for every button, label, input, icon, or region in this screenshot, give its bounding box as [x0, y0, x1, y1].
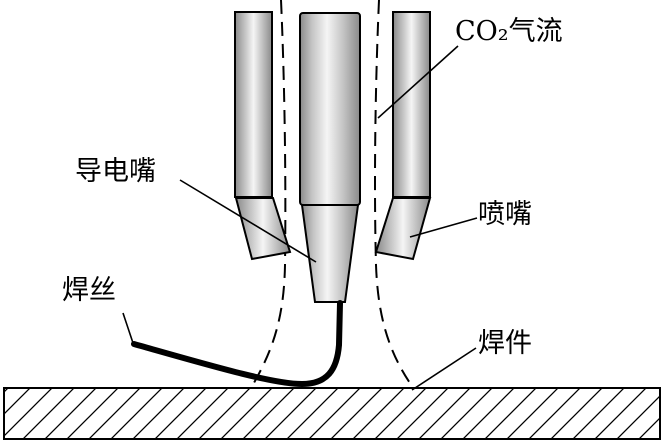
- leader-wire: [122, 312, 134, 344]
- label-nozzle: 喷嘴: [478, 199, 532, 230]
- label-wire: 焊丝: [62, 275, 116, 306]
- label-contact-tip: 导电嘴: [75, 156, 156, 187]
- nozzle-right-lower: [374, 197, 432, 261]
- leader-contact-tip: [179, 179, 317, 263]
- gas-flow-right-boundary: [374, 0, 415, 390]
- nozzle-left-lower: [234, 197, 292, 261]
- nozzle-left-upper: [234, 11, 273, 198]
- leader-co2-flow: [377, 45, 459, 119]
- leader-nozzle: [409, 217, 478, 238]
- contact-tip-cone: [300, 204, 360, 303]
- label-co2-flow: CO₂气流: [455, 16, 563, 47]
- label-workpiece: 焊件: [478, 328, 532, 359]
- workpiece: [3, 387, 661, 440]
- contact-tip-body: [299, 12, 361, 206]
- nozzle-right-upper: [392, 11, 431, 198]
- leader-workpiece: [411, 347, 477, 391]
- welding-wire: [131, 300, 343, 387]
